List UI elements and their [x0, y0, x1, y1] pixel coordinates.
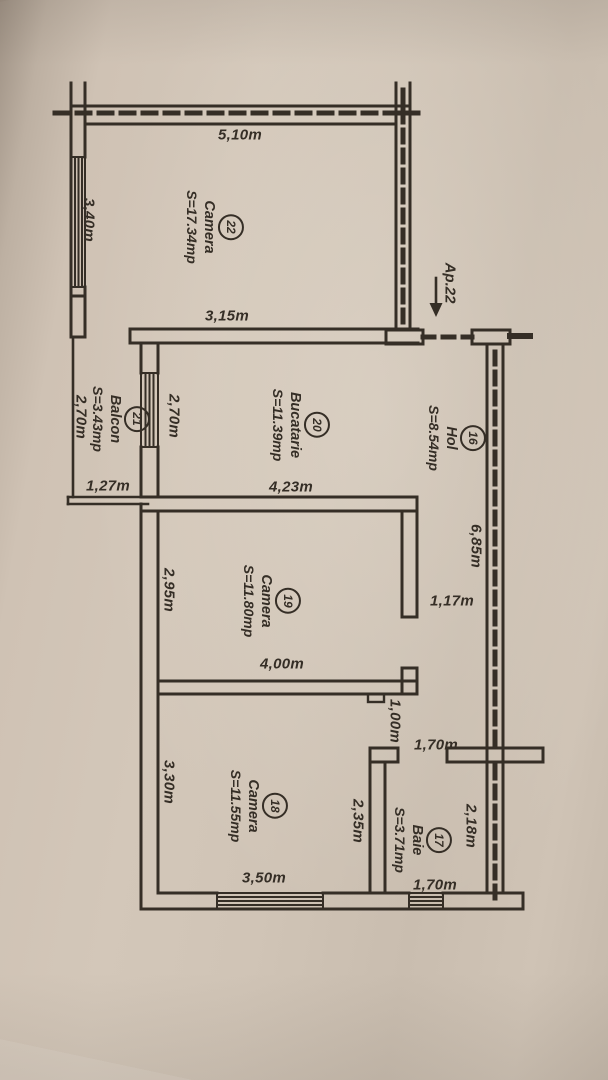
room-label-camera-19: 19 Camera S=11.80mp: [240, 564, 301, 638]
camera19-walls: [139, 495, 419, 704]
dim-bucatarie-left: 2,70m: [165, 393, 183, 439]
room-name: Baie: [408, 824, 425, 856]
room-area: S=8.54mp: [425, 405, 442, 471]
dim-balcon-bottom: 1,27m: [85, 477, 131, 495]
room-label-hol-16: 16 Hol S=8.54mp: [426, 405, 486, 471]
room-label-bucatarie-20: 20 Bucatarie S=11.39mp: [269, 388, 330, 462]
room-area: S=11.55mp: [227, 769, 244, 843]
room-label-balcon-21: 21 Balcon S=3.43mp: [90, 386, 150, 452]
camera22-walls: [69, 81, 425, 346]
room-number-badge: 19: [274, 587, 301, 614]
left-outer-wall: [139, 502, 160, 911]
room-number-badge: 22: [217, 214, 244, 240]
dim-baie-right: 2,18m: [462, 803, 480, 849]
dim-cam22-height: 3,40m: [80, 197, 98, 243]
balcon-walls: [66, 335, 150, 506]
room-label-camera-18: 18 Camera S=11.55mp: [227, 769, 288, 843]
room-name: Camera: [257, 574, 274, 628]
dim-baie-top: 1,70m: [413, 736, 459, 754]
dim-cam18-left: 3,30m: [160, 759, 178, 805]
entrance-label: Ap.22: [441, 262, 459, 304]
dim-cam19-wall: 1,17m: [429, 592, 475, 610]
room-label-camera-22: 22 Camera S=17.34mp: [184, 190, 244, 264]
dim-hol-length: 6,85m: [467, 523, 485, 569]
room-label-baie-17: 17 Baie S=3.71mp: [392, 807, 452, 873]
room-name: Balcon: [106, 394, 123, 444]
right-outer-wall: [470, 328, 533, 895]
room-area: S=11.80mp: [240, 564, 257, 638]
room-area: S=3.43mp: [89, 386, 106, 452]
dim-cam22-width: 5,10m: [217, 126, 263, 144]
dim-cam18-bottom: 3,50m: [241, 869, 287, 887]
room-name: Camera: [244, 779, 261, 833]
dim-bucatarie-bottom: 4,23m: [268, 478, 314, 496]
room-number-badge: 21: [123, 405, 150, 432]
room-number-badge: 18: [261, 792, 288, 819]
room-area: S=17.34mp: [183, 190, 200, 264]
camera22-window: [70, 156, 86, 288]
room-area: S=3.71mp: [391, 807, 408, 873]
dim-baie-bottom: 1,70m: [412, 876, 458, 894]
camera18-baie-wall: [368, 746, 400, 895]
baie-window: [408, 892, 444, 910]
room-number-badge: 16: [459, 424, 486, 451]
dim-cam18-door: 1,00m: [386, 698, 404, 744]
bucatarie-top-wall: [128, 327, 420, 345]
room-name: Hol: [442, 426, 459, 450]
dashed-walls: [52, 87, 498, 904]
balcon-bucatarie-wall: [139, 341, 160, 499]
dim-bucatarie-top: 3,15m: [204, 307, 250, 325]
baie-top-wall: [445, 746, 545, 764]
camera18-window: [216, 892, 324, 910]
room-number-badge: 17: [425, 826, 452, 853]
dim-balcon-left: 2,70m: [72, 394, 90, 440]
room-name: Camera: [200, 200, 217, 254]
room-name: Bucatarie: [286, 391, 303, 459]
entrance-arrow-icon: [429, 276, 443, 317]
balcon-bucatarie-window: [140, 372, 159, 448]
room-area: S=11.39mp: [269, 388, 286, 462]
dim-cam18-baie-wall: 2,35m: [349, 798, 367, 844]
room-number-badge: 20: [303, 411, 330, 438]
bottom-wall: [139, 891, 525, 911]
dim-cam19-left: 2,95m: [160, 567, 178, 613]
dim-cam19-bottom: 4,00m: [259, 655, 305, 673]
